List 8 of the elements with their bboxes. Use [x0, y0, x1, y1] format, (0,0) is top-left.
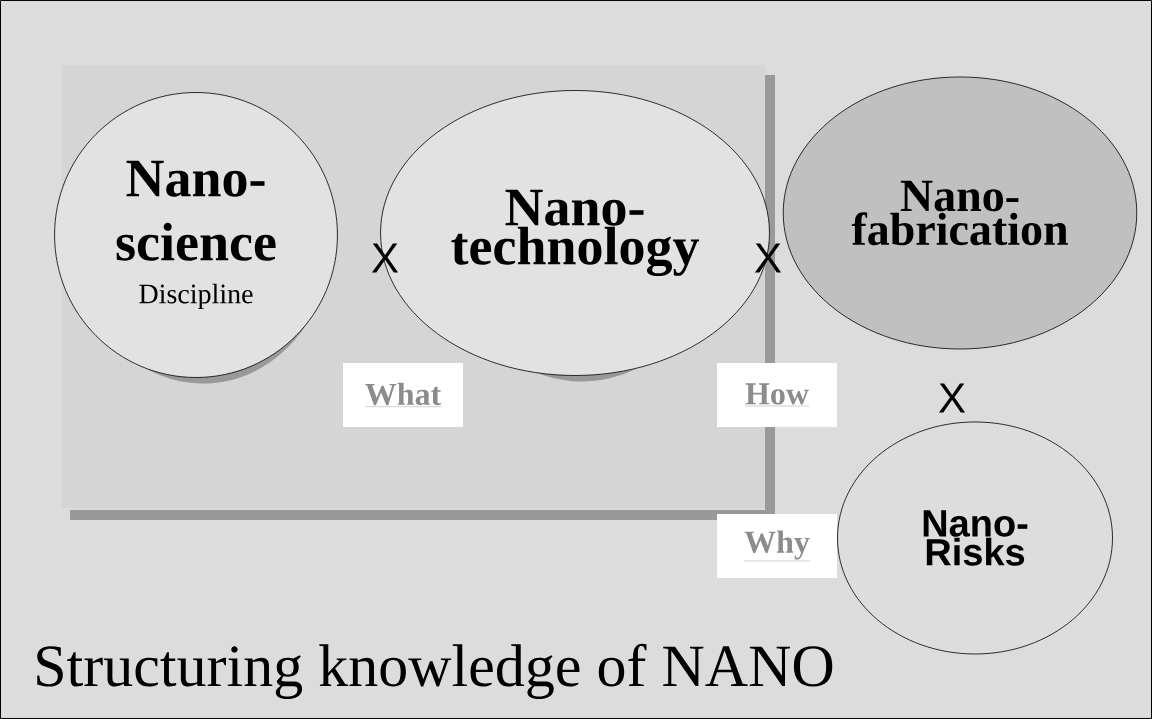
- multiply-sign: X: [938, 383, 966, 413]
- ellipse-node: Nano- Risks: [837, 421, 1113, 655]
- word-box: What: [343, 363, 463, 427]
- word-box: Why: [717, 514, 837, 578]
- title: Structuring knowledge of NANO: [37, 643, 833, 699]
- word-box: How: [717, 363, 837, 427]
- ellipse-node: Nano- fabrication: [782, 76, 1138, 350]
- ellipse-node: Nano- science Discipline: [54, 92, 338, 384]
